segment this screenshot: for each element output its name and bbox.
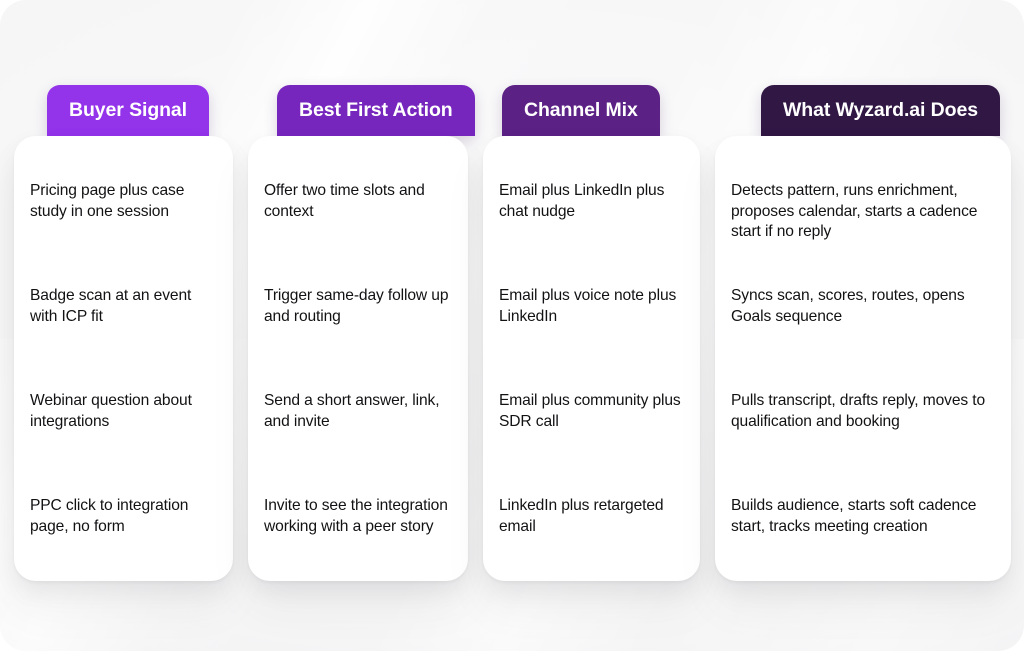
cell-text: Email plus community plus SDR call: [499, 392, 681, 430]
cell-text: Webinar question about integrations: [30, 392, 192, 430]
table-cell: Email plus voice note plus LinkedIn: [499, 286, 684, 391]
column-header-label: Best First Action: [299, 99, 453, 121]
column-card-buyer-signal: Pricing page plus case study in one sess…: [14, 136, 233, 581]
cell-text: Syncs scan, scores, routes, opens Goals …: [731, 287, 965, 325]
cell-text: Pricing page plus case study in one sess…: [30, 182, 185, 220]
cell-text: Email plus voice note plus LinkedIn: [499, 287, 677, 325]
table-column-best-first-action: Best First Action Offer two time slots a…: [248, 85, 475, 585]
table-cell: Email plus community plus SDR call: [499, 391, 684, 496]
table-column-channel-mix: Channel Mix Email plus LinkedIn plus cha…: [483, 85, 700, 585]
table-column-what-wyzard-ai-does: What Wyzard.ai Does Detects pattern, run…: [715, 85, 1011, 585]
cell-text: Builds audience, starts soft cadence sta…: [731, 497, 977, 535]
table-cell: Syncs scan, scores, routes, opens Goals …: [731, 286, 995, 391]
column-header-label: What Wyzard.ai Does: [783, 99, 978, 121]
table-cell: Pulls transcript, drafts reply, moves to…: [731, 391, 995, 496]
table-cell: Badge scan at an event with ICP fit: [30, 286, 217, 391]
table-cell: Webinar question about integrations: [30, 391, 217, 496]
cell-text: PPC click to integration page, no form: [30, 497, 189, 535]
table-cell: Builds audience, starts soft cadence sta…: [731, 496, 995, 581]
table-cell: Offer two time slots and context: [264, 181, 452, 286]
table-cell: Pricing page plus case study in one sess…: [30, 181, 217, 286]
column-card-channel-mix: Email plus LinkedIn plus chat nudge Emai…: [483, 136, 700, 581]
table-cell: Trigger same-day follow up and routing: [264, 286, 452, 391]
table-cell: Send a short answer, link, and invite: [264, 391, 452, 496]
column-header-buyer-signal: Buyer Signal: [47, 85, 209, 136]
cell-text: Detects pattern, runs enrichment, propos…: [731, 182, 978, 241]
cell-text: Badge scan at an event with ICP fit: [30, 287, 192, 325]
cell-text: Pulls transcript, drafts reply, moves to…: [731, 392, 986, 430]
table-cell: Email plus LinkedIn plus chat nudge: [499, 181, 684, 286]
column-card-what-wyzard-ai-does: Detects pattern, runs enrichment, propos…: [715, 136, 1011, 581]
table-cell: Invite to see the integration working wi…: [264, 496, 452, 581]
column-header-label: Channel Mix: [524, 99, 638, 121]
cell-text: LinkedIn plus retargeted email: [499, 497, 664, 535]
column-header-best-first-action: Best First Action: [277, 85, 475, 136]
column-card-best-first-action: Offer two time slots and context Trigger…: [248, 136, 468, 581]
table-column-buyer-signal: Buyer Signal Pricing page plus case stud…: [14, 85, 233, 585]
comparison-table: Buyer Signal Pricing page plus case stud…: [14, 85, 1012, 585]
table-cell: PPC click to integration page, no form: [30, 496, 217, 581]
column-header-what-wyzard-ai-does: What Wyzard.ai Does: [761, 85, 1000, 136]
cell-text: Invite to see the integration working wi…: [264, 497, 448, 535]
cell-text: Offer two time slots and context: [264, 182, 425, 220]
table-cell: Detects pattern, runs enrichment, propos…: [731, 181, 995, 286]
column-header-channel-mix: Channel Mix: [502, 85, 660, 136]
column-header-label: Buyer Signal: [69, 99, 187, 121]
cell-text: Send a short answer, link, and invite: [264, 392, 440, 430]
table-cell: LinkedIn plus retargeted email: [499, 496, 684, 581]
cell-text: Email plus LinkedIn plus chat nudge: [499, 182, 665, 220]
cell-text: Trigger same-day follow up and routing: [264, 287, 449, 325]
